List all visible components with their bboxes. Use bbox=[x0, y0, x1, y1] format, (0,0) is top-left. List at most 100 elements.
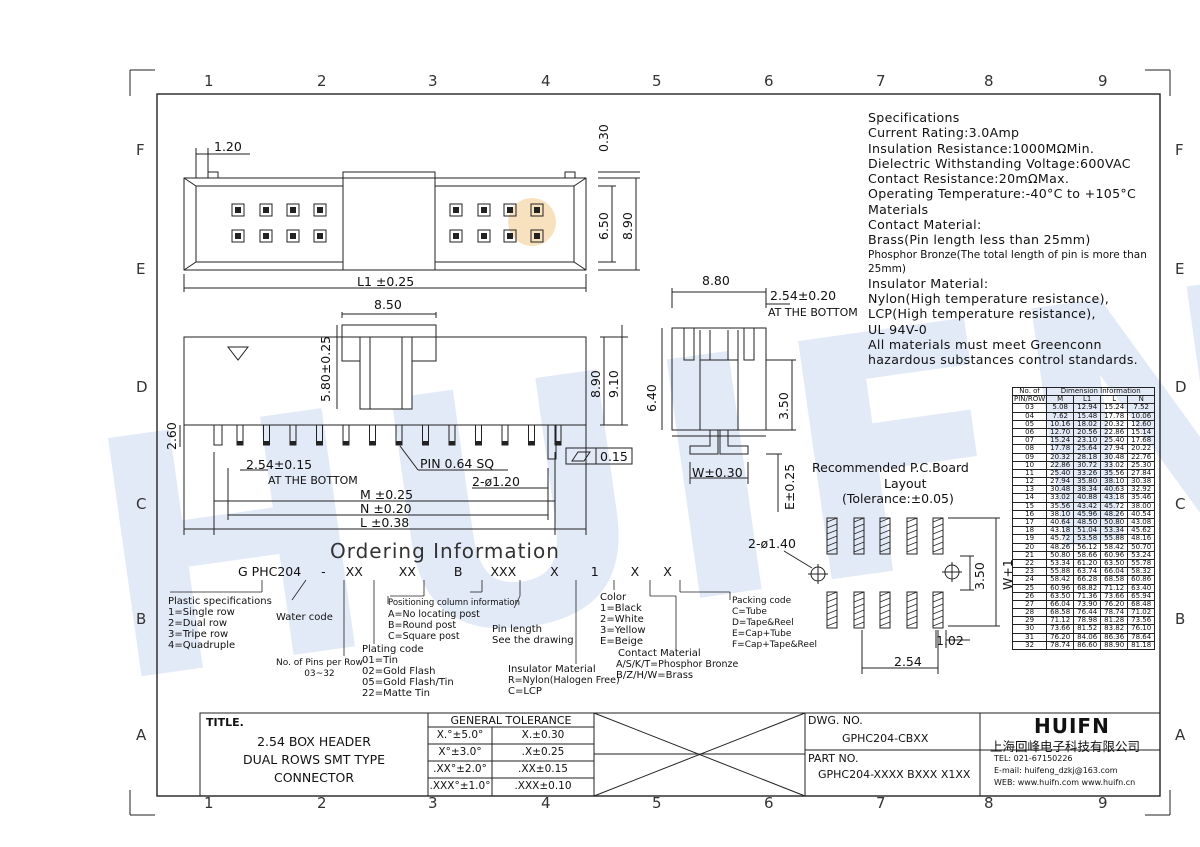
spec-line: Insulation Resistance:1000MΩMin. bbox=[868, 140, 1095, 156]
code-part: - bbox=[321, 564, 326, 579]
table-cell: 14 bbox=[1011, 493, 1048, 503]
col-9-bot: 9 bbox=[1098, 794, 1108, 812]
spec-line: Materials bbox=[868, 201, 929, 217]
table-cell: 88.90 bbox=[1100, 640, 1129, 651]
table-cell: 30.48 bbox=[1100, 452, 1129, 462]
spec-line: Operating Temperature:-40°C to +105°C bbox=[868, 186, 1137, 202]
pcb-pad bbox=[932, 517, 944, 555]
hole-dia: 2-ø1.20 bbox=[472, 474, 520, 489]
at-bottom-side: AT THE BOTTOM bbox=[768, 306, 858, 319]
side-view bbox=[661, 288, 796, 512]
col-2-top: 2 bbox=[317, 72, 327, 90]
pcb-pad bbox=[906, 517, 918, 555]
pcb-title-1: Recommended P.C.Board bbox=[812, 460, 969, 475]
spec-line: Contact Resistance:20mΩMax. bbox=[868, 171, 1070, 187]
dim-N: N ±0.20 bbox=[360, 501, 412, 516]
table-cell: 19 bbox=[1011, 534, 1048, 544]
table-cell: 86.60 bbox=[1073, 640, 1102, 651]
spec-line: All materials must meet Greenconn bbox=[868, 336, 1102, 352]
table-cell: 25.64 bbox=[1073, 444, 1102, 454]
row-A-right: A bbox=[1175, 726, 1186, 744]
part-label: PART NO. bbox=[808, 752, 859, 765]
pin-tip bbox=[343, 441, 349, 445]
pcb-title-3: (Tolerance:±0.05) bbox=[842, 491, 954, 506]
code-part: XXX bbox=[490, 564, 517, 579]
pin-square bbox=[503, 203, 517, 217]
dim-L1: L1 ±0.25 bbox=[357, 274, 414, 289]
pcb-pad bbox=[826, 517, 838, 555]
dim-9-10: 9.10 bbox=[606, 370, 621, 398]
pcb-pad bbox=[879, 517, 891, 555]
grid-labels: 1 2 3 4 5 6 7 8 9 1 2 3 4 5 6 7 8 9 F E … bbox=[136, 72, 1187, 812]
dim-3-50: 3.50 bbox=[776, 392, 791, 420]
col-8-bot: 8 bbox=[984, 794, 994, 812]
pin-square bbox=[231, 203, 245, 217]
pcb-pad bbox=[906, 591, 918, 629]
pin-tip bbox=[502, 441, 508, 445]
pin-square bbox=[449, 203, 463, 217]
dim-M: M ±0.25 bbox=[360, 487, 413, 502]
pin-tip bbox=[237, 441, 243, 445]
pin-tip bbox=[555, 441, 561, 445]
pin-tip bbox=[449, 441, 455, 445]
pin-square bbox=[231, 229, 245, 243]
row-B-left: B bbox=[136, 610, 146, 628]
pin-tip bbox=[422, 441, 429, 445]
col-2-bot: 2 bbox=[317, 794, 327, 812]
company-email: E-mail: huifeng_dzkj@163.com bbox=[994, 766, 1118, 775]
col-8-top: 8 bbox=[984, 72, 994, 90]
pin-size: PIN 0.64 SQ bbox=[420, 456, 494, 471]
code-part: X bbox=[630, 564, 640, 579]
top-view-pins bbox=[231, 203, 544, 243]
company-name: 上海回峰电子科技有限公司 bbox=[990, 739, 1141, 754]
table-cell: 68.58 bbox=[1100, 575, 1129, 585]
table-cell: 5.08 bbox=[1046, 403, 1075, 413]
table-cell: 7.52 bbox=[1127, 403, 1156, 413]
col-9-top: 9 bbox=[1098, 72, 1108, 90]
pin-tip bbox=[528, 441, 535, 445]
col-7-bot: 7 bbox=[876, 794, 886, 812]
pcb-pads bbox=[826, 517, 944, 629]
pcb-dim-1-02: 1.02 bbox=[936, 633, 964, 648]
tol-lin-2: .XX±0.15 bbox=[518, 763, 568, 775]
table-cell: 20.32 bbox=[1046, 452, 1075, 462]
pcb-dim-3-50: 3.50 bbox=[972, 562, 987, 590]
row-D-left: D bbox=[136, 378, 148, 396]
code-part: B bbox=[453, 564, 463, 579]
table-cell: 45.72 bbox=[1046, 534, 1075, 544]
post-left bbox=[213, 424, 223, 446]
company-web: WEB: www.huifn.com www.huifn.cn bbox=[994, 778, 1136, 787]
table-cell: 15.24 bbox=[1100, 403, 1129, 413]
table-cell: 76.10 bbox=[1127, 624, 1156, 634]
dimension-table: No. of Dimension Information PIN/ROW M L… bbox=[1011, 386, 1156, 651]
row-F-right: F bbox=[1175, 141, 1184, 159]
dim-0-30: 0.30 bbox=[596, 124, 611, 152]
table-cell: 83.82 bbox=[1100, 624, 1129, 634]
ordering-title: Ordering Information bbox=[330, 539, 560, 563]
title-label: TITLE. bbox=[206, 716, 244, 729]
table-cell: 60.96 bbox=[1046, 583, 1075, 593]
col-1-bot: 1 bbox=[204, 794, 214, 812]
row-F-left: F bbox=[136, 141, 145, 159]
pcb-dim-W1: W+1 bbox=[1000, 559, 1015, 590]
part-number: GPHC204-XXXX BXXX X1XX bbox=[818, 768, 971, 781]
pin-square bbox=[530, 229, 544, 243]
